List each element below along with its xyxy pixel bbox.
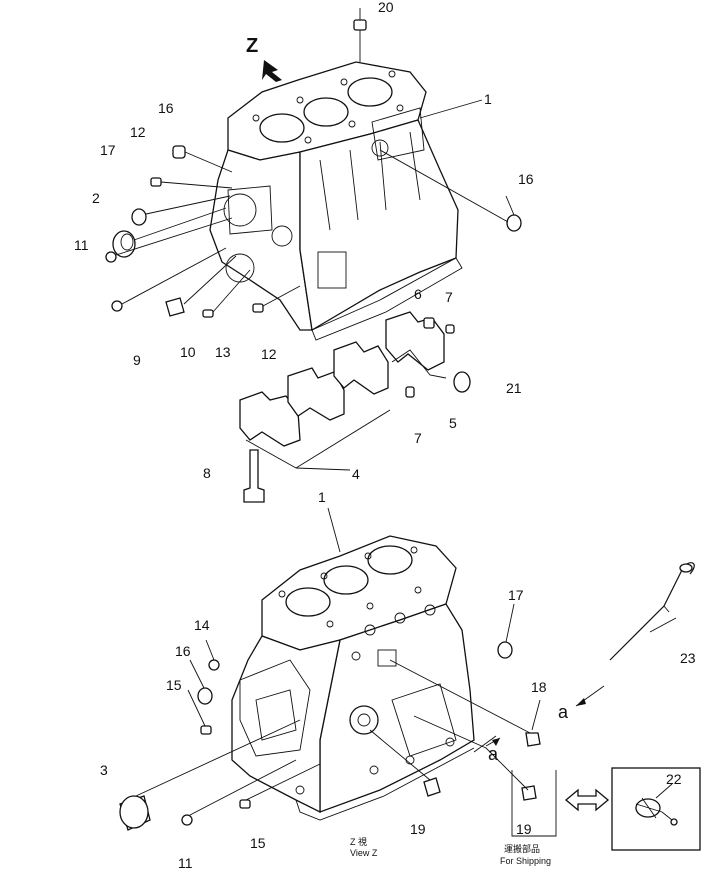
callout-6: 6 xyxy=(414,286,422,302)
callout-16: 16 xyxy=(518,171,534,187)
upper-leader-lines xyxy=(115,8,515,313)
callout-13: 13 xyxy=(215,344,231,360)
callout-1: 1 xyxy=(484,91,492,107)
callout-9: 9 xyxy=(133,352,141,368)
double-arrow xyxy=(564,788,610,812)
view-marker-z: Z xyxy=(246,35,258,57)
arrow-letter-a: a xyxy=(488,744,499,764)
callout-16: 16 xyxy=(175,643,191,659)
upper-small-parts xyxy=(105,19,522,503)
callout-4: 4 xyxy=(352,466,360,482)
arrow-letter-a: a xyxy=(558,702,569,722)
shipping-bracket xyxy=(511,770,557,837)
callout-14: 14 xyxy=(194,617,210,633)
callout-15: 15 xyxy=(250,835,266,851)
callout-22: 22 xyxy=(666,771,682,787)
dipstick xyxy=(609,562,695,661)
shipping-label-jp: 運搬部品 xyxy=(504,843,540,854)
callout-18: 18 xyxy=(531,679,547,695)
direction-arrows xyxy=(485,685,605,747)
callout-20: 20 xyxy=(378,0,394,15)
shipping-label-en: For Shipping xyxy=(500,856,551,866)
callout-17: 17 xyxy=(508,587,524,603)
callout-11: 11 xyxy=(74,237,89,253)
view-label-en: View Z xyxy=(350,848,378,858)
callout-10: 10 xyxy=(180,344,196,360)
captions: Z 視 View Z 運搬部品 For Shipping xyxy=(350,836,551,866)
callout-5: 5 xyxy=(449,415,457,431)
lower-small-parts xyxy=(119,641,541,831)
view-label-jp: Z 視 xyxy=(350,836,367,847)
part-22-box xyxy=(611,767,701,851)
view-z-arrow: Z xyxy=(246,35,282,82)
callout-3: 3 xyxy=(100,762,108,778)
lower-leader-lines xyxy=(135,507,677,816)
lower-cylinder-block xyxy=(231,535,475,821)
callout-11: 11 xyxy=(178,855,193,871)
callout-8: 8 xyxy=(203,465,211,481)
callout-1: 1 xyxy=(318,489,326,505)
callout-2: 2 xyxy=(92,190,100,206)
callout-12: 12 xyxy=(130,124,146,140)
upper-cylinder-block xyxy=(209,61,463,341)
callout-7: 7 xyxy=(445,289,453,305)
callout-17: 17 xyxy=(100,142,116,158)
main-bearing-caps xyxy=(239,311,447,471)
callout-7: 7 xyxy=(414,430,422,446)
callout-16: 16 xyxy=(158,100,174,116)
callout-12: 12 xyxy=(261,346,277,362)
callout-19: 19 xyxy=(410,821,426,837)
callout-15: 15 xyxy=(166,677,182,693)
callout-21: 21 xyxy=(506,380,522,396)
callout-labels: 20 1 16 12 17 16 2 11 6 7 9 10 13 12 21 … xyxy=(74,0,696,871)
callout-23: 23 xyxy=(680,650,696,666)
callout-19: 19 xyxy=(516,821,532,837)
